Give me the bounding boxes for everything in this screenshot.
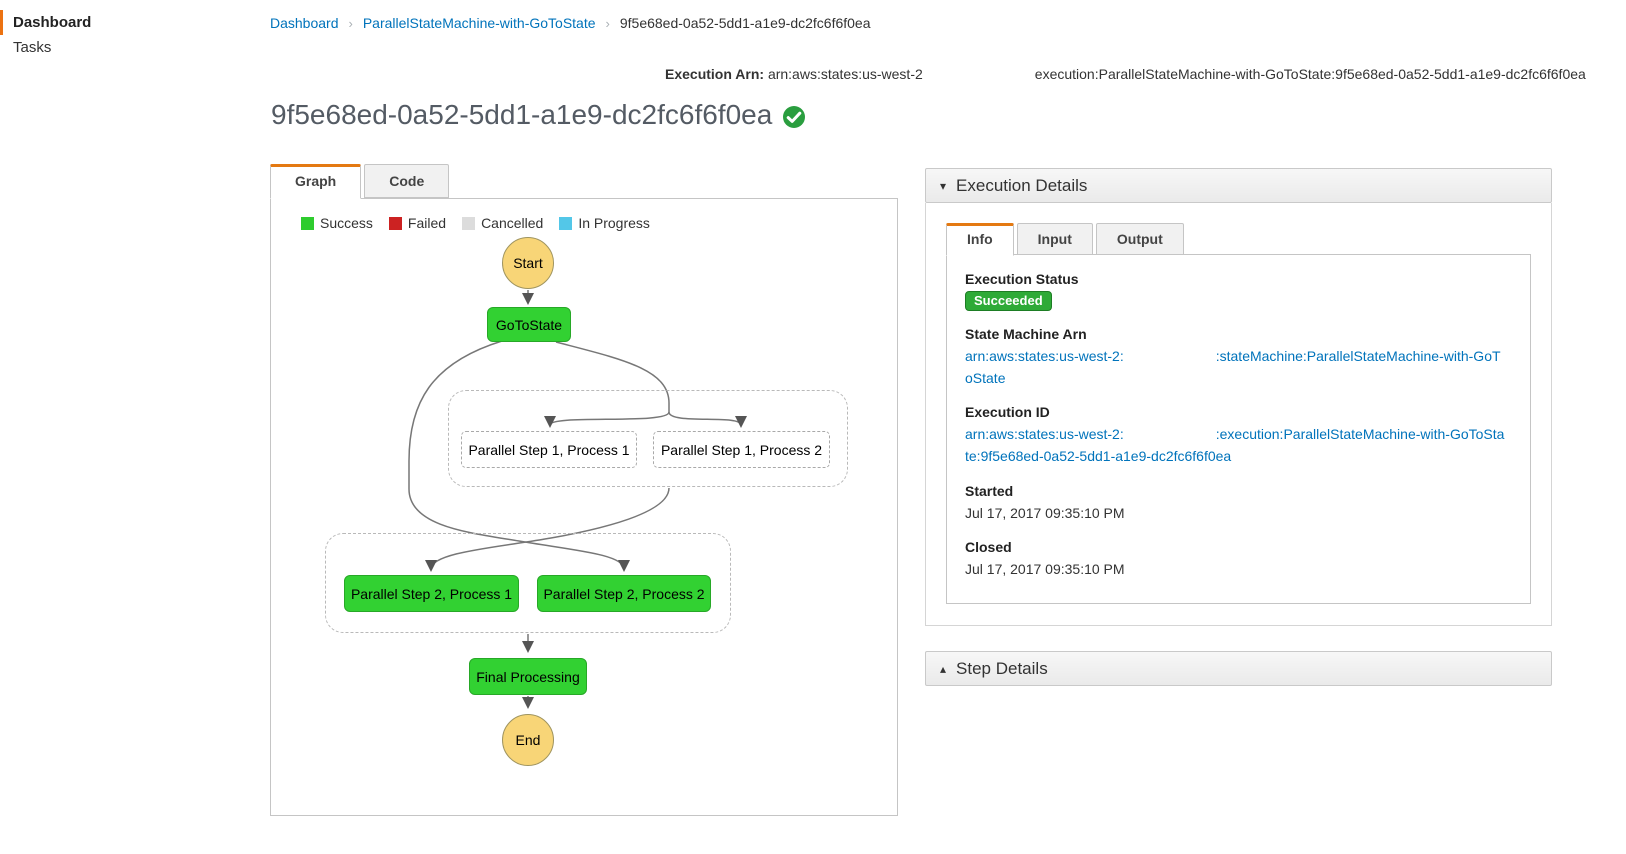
execution-details-panel: ▾ Execution Details Info Input Output Ex… <box>925 168 1552 686</box>
page-title: 9f5e68ed-0a52-5dd1-a1e9-dc2fc6f6f0ea <box>271 99 773 130</box>
legend-in-progress: In Progress <box>559 215 650 231</box>
step-details-title: Step Details <box>956 658 1048 678</box>
tab-input[interactable]: Input <box>1016 223 1093 255</box>
status-legend: Success Failed Cancelled In Progress <box>301 215 650 231</box>
execution-arn-prefix: arn:aws:states:us-west-2 <box>767 66 923 82</box>
execution-details-body: Info Input Output Execution Status Succe… <box>925 203 1552 626</box>
parallel-container-1 <box>448 390 848 487</box>
closed-label: Closed <box>965 538 1012 555</box>
breadcrumb-separator-icon: › <box>348 15 353 31</box>
breadcrumb-execution-id: 9f5e68ed-0a52-5dd1-a1e9-dc2fc6f6f0ea <box>619 15 871 31</box>
breadcrumb-state-machine[interactable]: ParallelStateMachine-with-GoToState <box>362 15 596 31</box>
success-swatch-icon <box>301 216 314 230</box>
page-title-row: 9f5e68ed-0a52-5dd1-a1e9-dc2fc6f6f0ea <box>271 99 806 131</box>
legend-failed: Failed <box>388 215 446 231</box>
sidebar: Dashboard Tasks <box>0 10 250 60</box>
tab-code[interactable]: Code <box>364 164 450 198</box>
sidebar-item-tasks[interactable]: Tasks <box>13 39 52 56</box>
execution-arn-label: Execution Arn: <box>665 66 765 82</box>
legend-cancelled: Cancelled <box>462 215 543 231</box>
started-field: Started Jul 17, 2017 09:35:10 PM <box>965 483 1512 524</box>
cancelled-swatch-icon <box>462 216 476 230</box>
collapse-triangle-icon: ▾ <box>940 178 947 193</box>
closed-value: Jul 17, 2017 09:35:10 PM <box>965 560 1125 577</box>
execution-details-title: Execution Details <box>956 175 1088 195</box>
tab-info[interactable]: Info <box>946 223 1014 256</box>
node-parallel-step2-process2[interactable]: Parallel Step 2, Process 2 <box>537 575 711 612</box>
graph-code-tabs: Graph Code <box>270 164 452 199</box>
execution-id-label: Execution ID <box>965 404 1050 421</box>
state-machine-arn-link[interactable]: arn:aws:states:us-west-2::stateMachine:P… <box>965 348 1501 386</box>
started-label: Started <box>965 482 1014 499</box>
tab-output[interactable]: Output <box>1095 223 1184 255</box>
tab-graph[interactable]: Graph <box>270 164 362 199</box>
execution-status-field: Execution Status Succeeded <box>965 271 1512 311</box>
closed-field: Closed Jul 17, 2017 09:35:10 PM <box>965 539 1512 580</box>
execution-details-header[interactable]: ▾ Execution Details <box>925 168 1552 203</box>
execution-arn-suffix: execution:ParallelStateMachine-with-GoTo… <box>1034 66 1586 82</box>
execution-id-field: Execution ID arn:aws:states:us-west-2::e… <box>965 404 1512 467</box>
execution-arn-bar: Execution Arn: arn:aws:states:us-west-2 e… <box>665 66 1586 82</box>
node-start[interactable]: Start <box>502 237 554 289</box>
node-final-processing[interactable]: Final Processing <box>469 658 587 695</box>
state-machine-diagram: Start GoToState Parallel Step 1, Process… <box>271 199 897 815</box>
execution-id-link[interactable]: arn:aws:states:us-west-2::execution:Para… <box>965 426 1505 465</box>
started-value: Jul 17, 2017 09:35:10 PM <box>965 504 1125 521</box>
expand-triangle-icon: ▴ <box>940 661 947 676</box>
breadcrumb: Dashboard › ParallelStateMachine-with-Go… <box>270 15 871 31</box>
node-gotostate[interactable]: GoToState <box>487 307 571 342</box>
graph-edges <box>408 290 747 709</box>
graph-panel: Success Failed Cancelled In Progress <box>270 198 898 816</box>
node-parallel-step1-process1[interactable]: Parallel Step 1, Process 1 <box>461 431 637 468</box>
breadcrumb-dashboard[interactable]: Dashboard <box>270 15 339 31</box>
step-details-header[interactable]: ▴ Step Details <box>925 651 1552 686</box>
state-machine-arn-label: State Machine Arn <box>965 326 1087 342</box>
breadcrumb-separator-icon: › <box>605 15 610 31</box>
status-badge: Succeeded <box>965 291 1052 311</box>
legend-success: Success <box>301 215 373 231</box>
success-check-icon <box>783 105 806 128</box>
failed-swatch-icon <box>388 216 402 230</box>
execution-status-label: Execution Status <box>965 271 1079 287</box>
info-tab-content: Execution Status Succeeded State Machine… <box>946 254 1531 604</box>
in-progress-swatch-icon <box>559 216 573 230</box>
state-machine-arn-field: State Machine Arn arn:aws:states:us-west… <box>965 326 1512 389</box>
sidebar-item-dashboard[interactable]: Dashboard <box>0 10 250 35</box>
parallel-container-2 <box>325 533 731 633</box>
node-parallel-step1-process2[interactable]: Parallel Step 1, Process 2 <box>653 431 830 468</box>
node-parallel-step2-process1[interactable]: Parallel Step 2, Process 1 <box>344 575 519 612</box>
node-end[interactable]: End <box>502 714 554 766</box>
detail-tabs: Info Input Output <box>946 223 1531 256</box>
